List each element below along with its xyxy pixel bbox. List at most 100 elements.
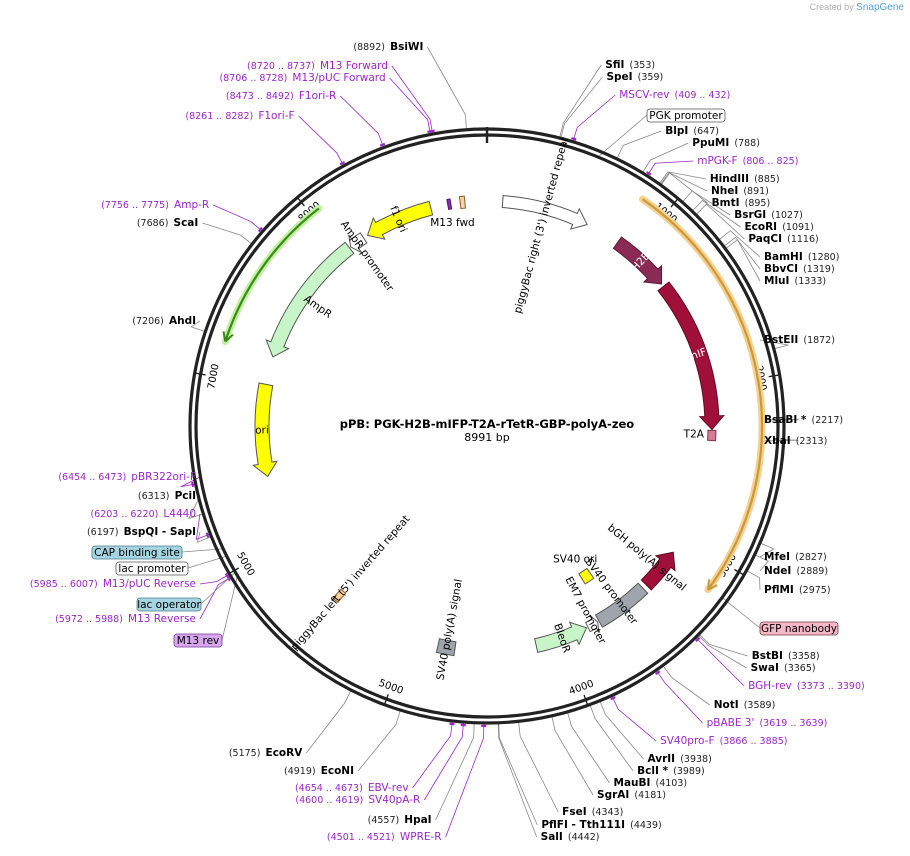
site-name: MSCV-rev — [619, 89, 669, 101]
site-position: (5175) — [229, 748, 261, 759]
primer-site-mark — [191, 481, 195, 488]
primer-site-mark — [257, 226, 263, 233]
site-name: EBV-rev — [368, 782, 409, 794]
site-name: AhdI — [169, 315, 196, 327]
site-name: BmtI — [712, 197, 740, 209]
enzyme-ppumi: PpuMI (788) — [692, 131, 760, 150]
feature-label-sv40-ori: SV40 ori — [553, 553, 597, 565]
enzyme-leader — [718, 230, 761, 258]
primer-leader — [646, 160, 694, 177]
site-name: BsiWI — [390, 41, 423, 53]
primer-leader — [445, 722, 485, 838]
feature-label-piggybac-right-3-inverted-repeat: piggyBac right (3') inverted repeat — [512, 136, 571, 315]
site-position: (1280) — [808, 252, 840, 263]
enzyme-fsei: FseI (4343) — [562, 800, 623, 819]
primer-leader — [340, 95, 384, 148]
enzyme-leader — [662, 665, 710, 706]
site-name: SV40pA-R — [368, 794, 420, 806]
site-position: (6454 .. 6473) — [58, 472, 126, 483]
primer-site-mark — [646, 171, 652, 176]
enzyme-pcii: (6313) PciI — [138, 484, 196, 503]
outer-arc-arrowhead — [222, 331, 234, 343]
site-position: (1091) — [782, 222, 814, 233]
enzyme-xbai: XbaI (2313) — [764, 429, 827, 448]
site-name: PflFI - Tth111I — [541, 819, 625, 831]
site-position: (4557) — [368, 815, 400, 826]
site-position: (409 .. 432) — [675, 90, 731, 101]
feature-f1-ori — [366, 200, 434, 240]
enzyme-pflmi: PflMI (2975) — [764, 578, 831, 597]
primer-mscv-rev: MSCV-rev (409 .. 432) — [619, 83, 730, 102]
site-name: MluI — [764, 275, 789, 287]
tick-mark — [583, 694, 589, 705]
site-position: (8473 .. 8492) — [226, 91, 294, 102]
feature-piggybac-left-5-inverted-repeat — [332, 588, 347, 604]
site-name: BclI * — [637, 765, 668, 777]
tick-label: 5000 — [377, 678, 405, 697]
enzyme-bsiwi: (8892) BsiWI — [353, 35, 423, 54]
site-position: (3866 .. 3885) — [720, 736, 788, 747]
primer-site-mark — [610, 696, 616, 701]
enzyme-avrii: AvrII (3938) — [648, 747, 712, 766]
site-name: EcoRI — [744, 221, 777, 233]
box-m13-rev — [173, 633, 223, 648]
site-position: (7756 .. 7775) — [101, 200, 169, 211]
feature-h2b — [612, 236, 663, 285]
site-name: EcoNI — [321, 765, 354, 777]
enzyme-leader — [682, 190, 731, 216]
site-position: (788) — [734, 138, 760, 149]
box-leader — [200, 571, 236, 605]
enzyme-leader — [188, 495, 204, 520]
enzyme-bamhi: BamHI (1280) — [764, 245, 839, 264]
feature-ampr-promoter — [348, 232, 368, 254]
enzyme-mfei: MfeI (2827) — [764, 545, 827, 564]
site-position: (353) — [630, 60, 656, 71]
tick-mark — [229, 567, 240, 574]
site-name: BstBI — [752, 650, 783, 662]
primer-site-mark — [205, 532, 210, 538]
tick-label: 4000 — [568, 678, 596, 697]
site-name: HpaI — [404, 814, 431, 826]
site-name: HindIII — [710, 173, 749, 185]
tick-mark — [734, 568, 744, 576]
site-name: SwaI — [751, 662, 779, 674]
primer-amp-r: (7756 .. 7775) Amp-R — [101, 193, 209, 212]
site-name: M13 Reverse — [128, 613, 196, 625]
primer-leader — [195, 513, 211, 541]
primer-site-mark — [449, 722, 455, 726]
site-position: (6313) — [138, 491, 170, 502]
site-name: FseI — [562, 806, 586, 818]
box-label-gfp-nanobody: GFP nanobody — [761, 623, 837, 635]
tick-label: 7000 — [206, 363, 221, 390]
enzyme-leader — [518, 721, 559, 813]
primer-mpgk-f: mPGK-F (806 .. 825) — [697, 149, 798, 168]
site-name: F1ori-F — [258, 110, 294, 122]
site-position: (895) — [745, 198, 771, 209]
site-position: (2889) — [796, 566, 828, 577]
enzyme-ndei: NdeI (2889) — [764, 559, 828, 578]
enzyme-ecori: EcoRI (1091) — [744, 215, 813, 234]
enzyme-noti: NotI (3589) — [714, 693, 776, 712]
enzyme-leader — [497, 722, 538, 838]
enzyme-leader — [190, 320, 206, 332]
enzyme-bsrgi: BsrGI (1027) — [734, 203, 803, 222]
site-name: BamHI — [764, 251, 803, 263]
site-position: (7206) — [132, 316, 164, 327]
site-name: M13 Forward — [320, 60, 388, 72]
box-pgk-promoter — [646, 108, 726, 123]
site-position: (1872) — [803, 335, 835, 346]
site-name: SgrAI — [597, 789, 629, 801]
primer-leader — [199, 573, 230, 585]
site-position: (5972 .. 5988) — [55, 614, 123, 625]
box-label-lac-operator: lac operator — [137, 599, 201, 611]
enzyme-leader — [551, 715, 594, 796]
enzyme-leader — [723, 236, 761, 270]
feature-mifp — [657, 281, 725, 431]
outer-arc-arrowhead — [706, 579, 718, 591]
site-position: (4442) — [568, 832, 600, 843]
site-name: M13/pUC Reverse — [103, 578, 196, 590]
box-leader — [221, 575, 238, 641]
site-name: ScaI — [174, 217, 199, 229]
